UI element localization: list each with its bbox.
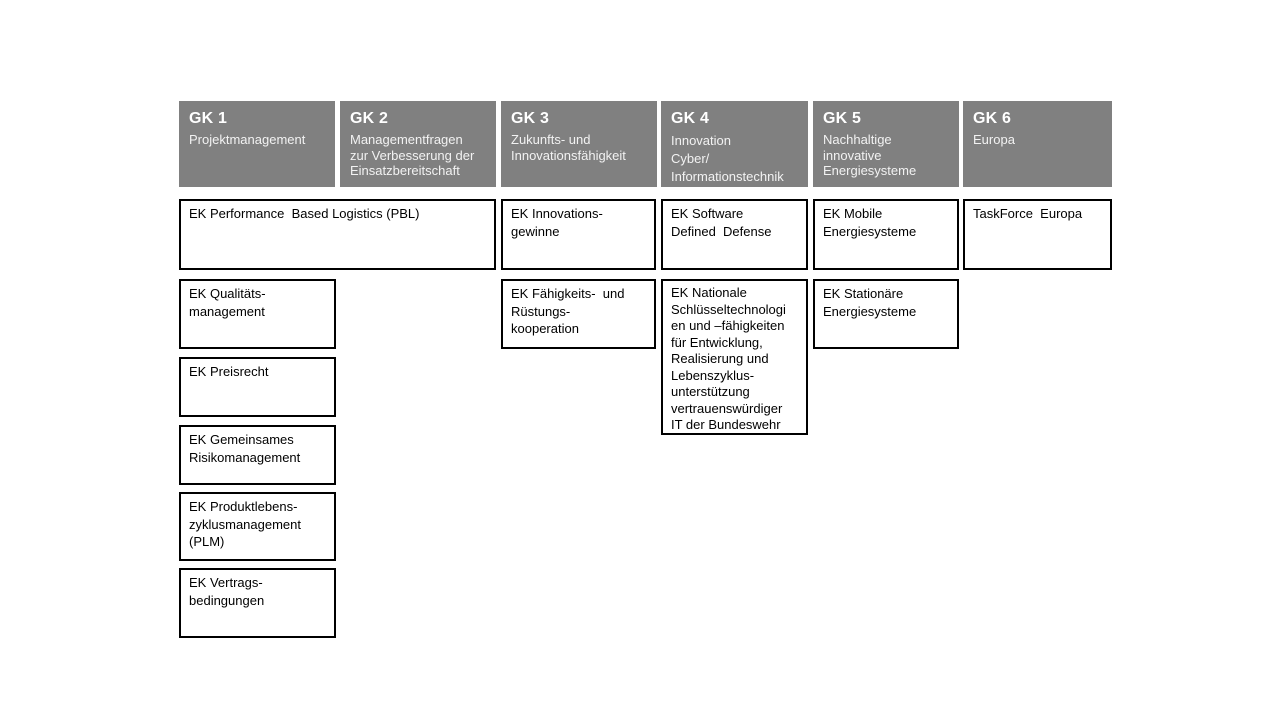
column-subtitle: Managementfragen zur Verbesserung der Ei… (350, 132, 475, 178)
column-subtitle: Nachhaltige innovative Energiesysteme (823, 132, 917, 178)
ek-box-qualitaetsmanagement: EK Qualitäts- management (179, 279, 336, 349)
column-title: GK 5 (823, 110, 862, 127)
ek-box-faehigkeits-und-ruestungskooperation: EK Fähigkeits- und Rüstungs- kooperation (501, 279, 656, 349)
column-header-gk3: GK 3 Zukunfts- und Innovationsfähigkeit (501, 101, 657, 187)
column-subtitle: Zukunfts- und Innovationsfähigkeit (511, 132, 626, 163)
column-title: GK 4 (671, 110, 710, 127)
column-subtitle: Europa (973, 132, 1015, 147)
ek-box-gemeinsames-risikomanagement: EK Gemeinsames Risikomanagement (179, 425, 336, 485)
ek-box-software-defined-defense: EK Software Defined Defense (661, 199, 808, 270)
ek-box-performance-based-logistics: EK Performance Based Logistics (PBL) (179, 199, 496, 270)
column-title: GK 3 (511, 110, 550, 127)
column-header-gk2: GK 2 Managementfragen zur Verbesserung d… (340, 101, 496, 187)
column-title: GK 6 (973, 110, 1012, 127)
column-subtitle: Projektmanagement (189, 132, 306, 147)
column-header-gk5: GK 5 Nachhaltige innovative Energiesyste… (813, 101, 959, 187)
taskforce-europa-box: TaskForce Europa (963, 199, 1112, 270)
ek-box-innovationsgewinne: EK Innovations- gewinne (501, 199, 656, 270)
column-header-gk1: GK 1 Projektmanagement (179, 101, 335, 187)
column-subtitle: Innovation Cyber/ Informationstechnik (671, 133, 784, 184)
column-title: GK 2 (350, 110, 389, 127)
ek-box-preisrecht: EK Preisrecht (179, 357, 336, 417)
ek-box-nationale-schluesseltechnologien: EK Nationale Schlüsseltechnologi en und … (661, 279, 808, 435)
column-header-gk4: GK 4 Innovation Cyber/ Informationstechn… (661, 101, 808, 187)
column-header-gk6: GK 6 Europa (963, 101, 1112, 187)
ek-box-stationaere-energiesysteme: EK Stationäre Energiesysteme (813, 279, 959, 349)
ek-box-mobile-energiesysteme: EK Mobile Energiesysteme (813, 199, 959, 270)
column-title: GK 1 (189, 110, 228, 127)
ek-box-produktlebenszyklusmanagement: EK Produktlebens- zyklusmanagement (PLM) (179, 492, 336, 561)
ek-box-vertragsbedingungen: EK Vertrags- bedingungen (179, 568, 336, 638)
